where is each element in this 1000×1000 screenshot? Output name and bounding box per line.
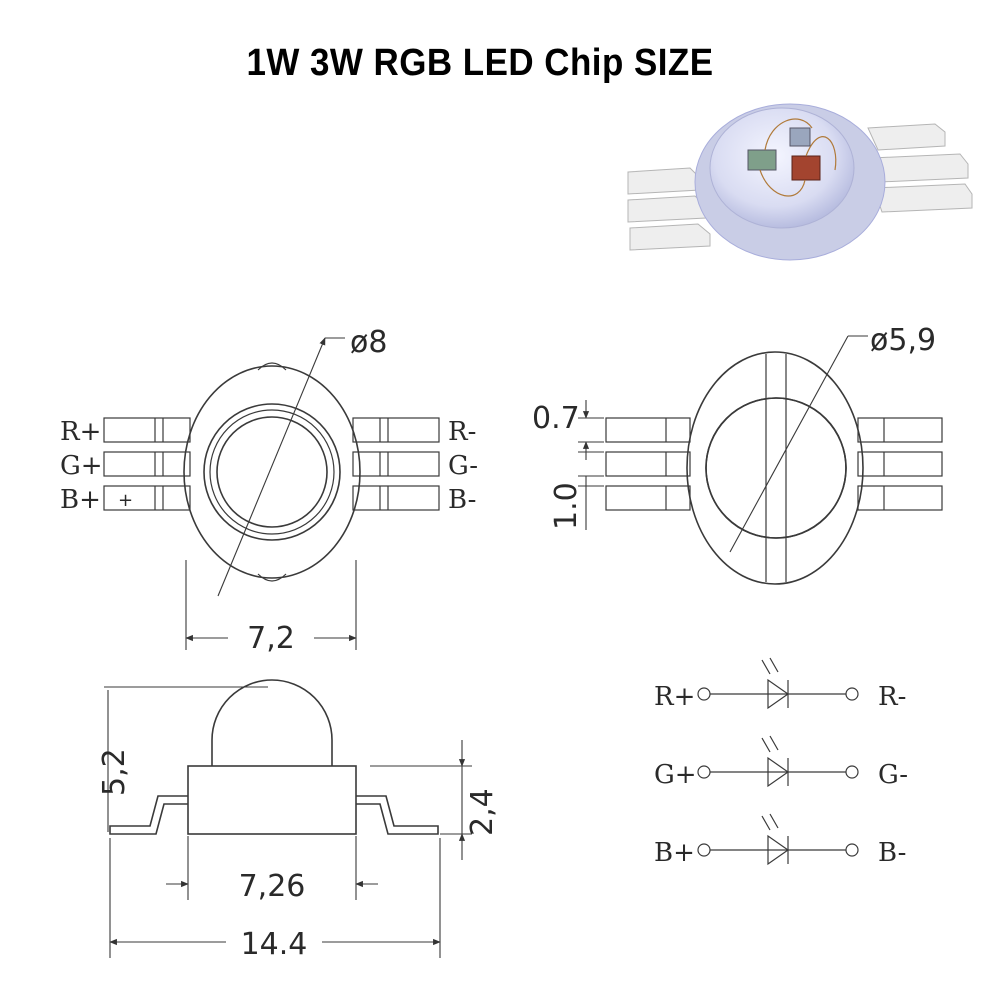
schematic-anode-label: B+ [654, 838, 695, 868]
schematic-anode-label: R+ [654, 682, 695, 712]
side-view-dome [211, 679, 333, 766]
top-view-lens-outer-ring [203, 403, 341, 541]
bottom-view-leads [605, 417, 943, 511]
schematic-diode-icon [767, 834, 790, 866]
top-view-polarity-mark: + [118, 490, 133, 511]
side-view-body-width-label: 7,26 [239, 869, 306, 904]
top-view-diameter-label: ø8 [350, 325, 387, 360]
top-view-pin-r-minus: R- [448, 417, 476, 447]
top-view-width-label: 7,2 [247, 621, 295, 656]
schematic-diode-icon [767, 678, 790, 710]
bottom-view-body-outline [686, 351, 864, 585]
bottom-view-diameter-label: ø5,9 [870, 323, 936, 358]
photo-lens [709, 107, 855, 229]
schematic-cathode-label: G- [878, 760, 908, 790]
top-view: ø8 7,2 R+ G+ B+ + R- G- B- [60, 325, 478, 656]
bottom-view-pin-width-label: 0.7 [532, 401, 580, 436]
top-view-right-leads [352, 417, 440, 511]
top-view-lens-inner-ring [216, 416, 328, 528]
page-title: 1W 3W RGB LED Chip SIZE [246, 42, 714, 84]
bottom-view-thermal-pad [705, 397, 847, 539]
photo-red-chip [791, 155, 821, 181]
top-view-pin-b-minus: B- [448, 485, 476, 515]
side-view-height-label: 5,2 [97, 748, 132, 796]
bottom-view: ø5,9 0.7 1.0 [532, 323, 943, 585]
side-view: 5,2 2,4 7,26 14.4 [97, 679, 500, 962]
schematic-anode-label: G+ [654, 760, 697, 790]
top-view-pin-r-plus: R+ [60, 417, 101, 447]
photo-right-leads [867, 123, 973, 213]
schematic-cathode-label: R- [878, 682, 906, 712]
top-view-pin-g-plus: G+ [60, 451, 103, 481]
schematic-row-green: G+ G- [654, 735, 908, 790]
top-view-pin-b-plus: B+ [60, 485, 101, 515]
schematic-diode-icon [767, 756, 790, 788]
photo-green-chip [747, 149, 777, 171]
side-view-body-height-label: 2,4 [465, 788, 500, 836]
schematic-row-red: R+ R- [654, 657, 906, 712]
side-view-left-lead [109, 795, 188, 835]
side-view-total-length-label: 14.4 [241, 927, 308, 962]
schematic: R+ R- G+ G- B+ [654, 657, 908, 868]
schematic-row-blue: B+ B- [654, 813, 906, 868]
schematic-cathode-label: B- [878, 838, 906, 868]
top-view-left-leads [103, 417, 191, 511]
top-view-pin-g-minus: G- [448, 451, 478, 481]
side-view-body [187, 765, 357, 835]
bottom-view-pin-pitch-label: 1.0 [549, 482, 584, 530]
photo-blue-chip [789, 127, 811, 147]
top-view-body-outline [183, 365, 361, 579]
side-view-right-lead [356, 795, 439, 835]
led-product-photo [627, 103, 973, 261]
